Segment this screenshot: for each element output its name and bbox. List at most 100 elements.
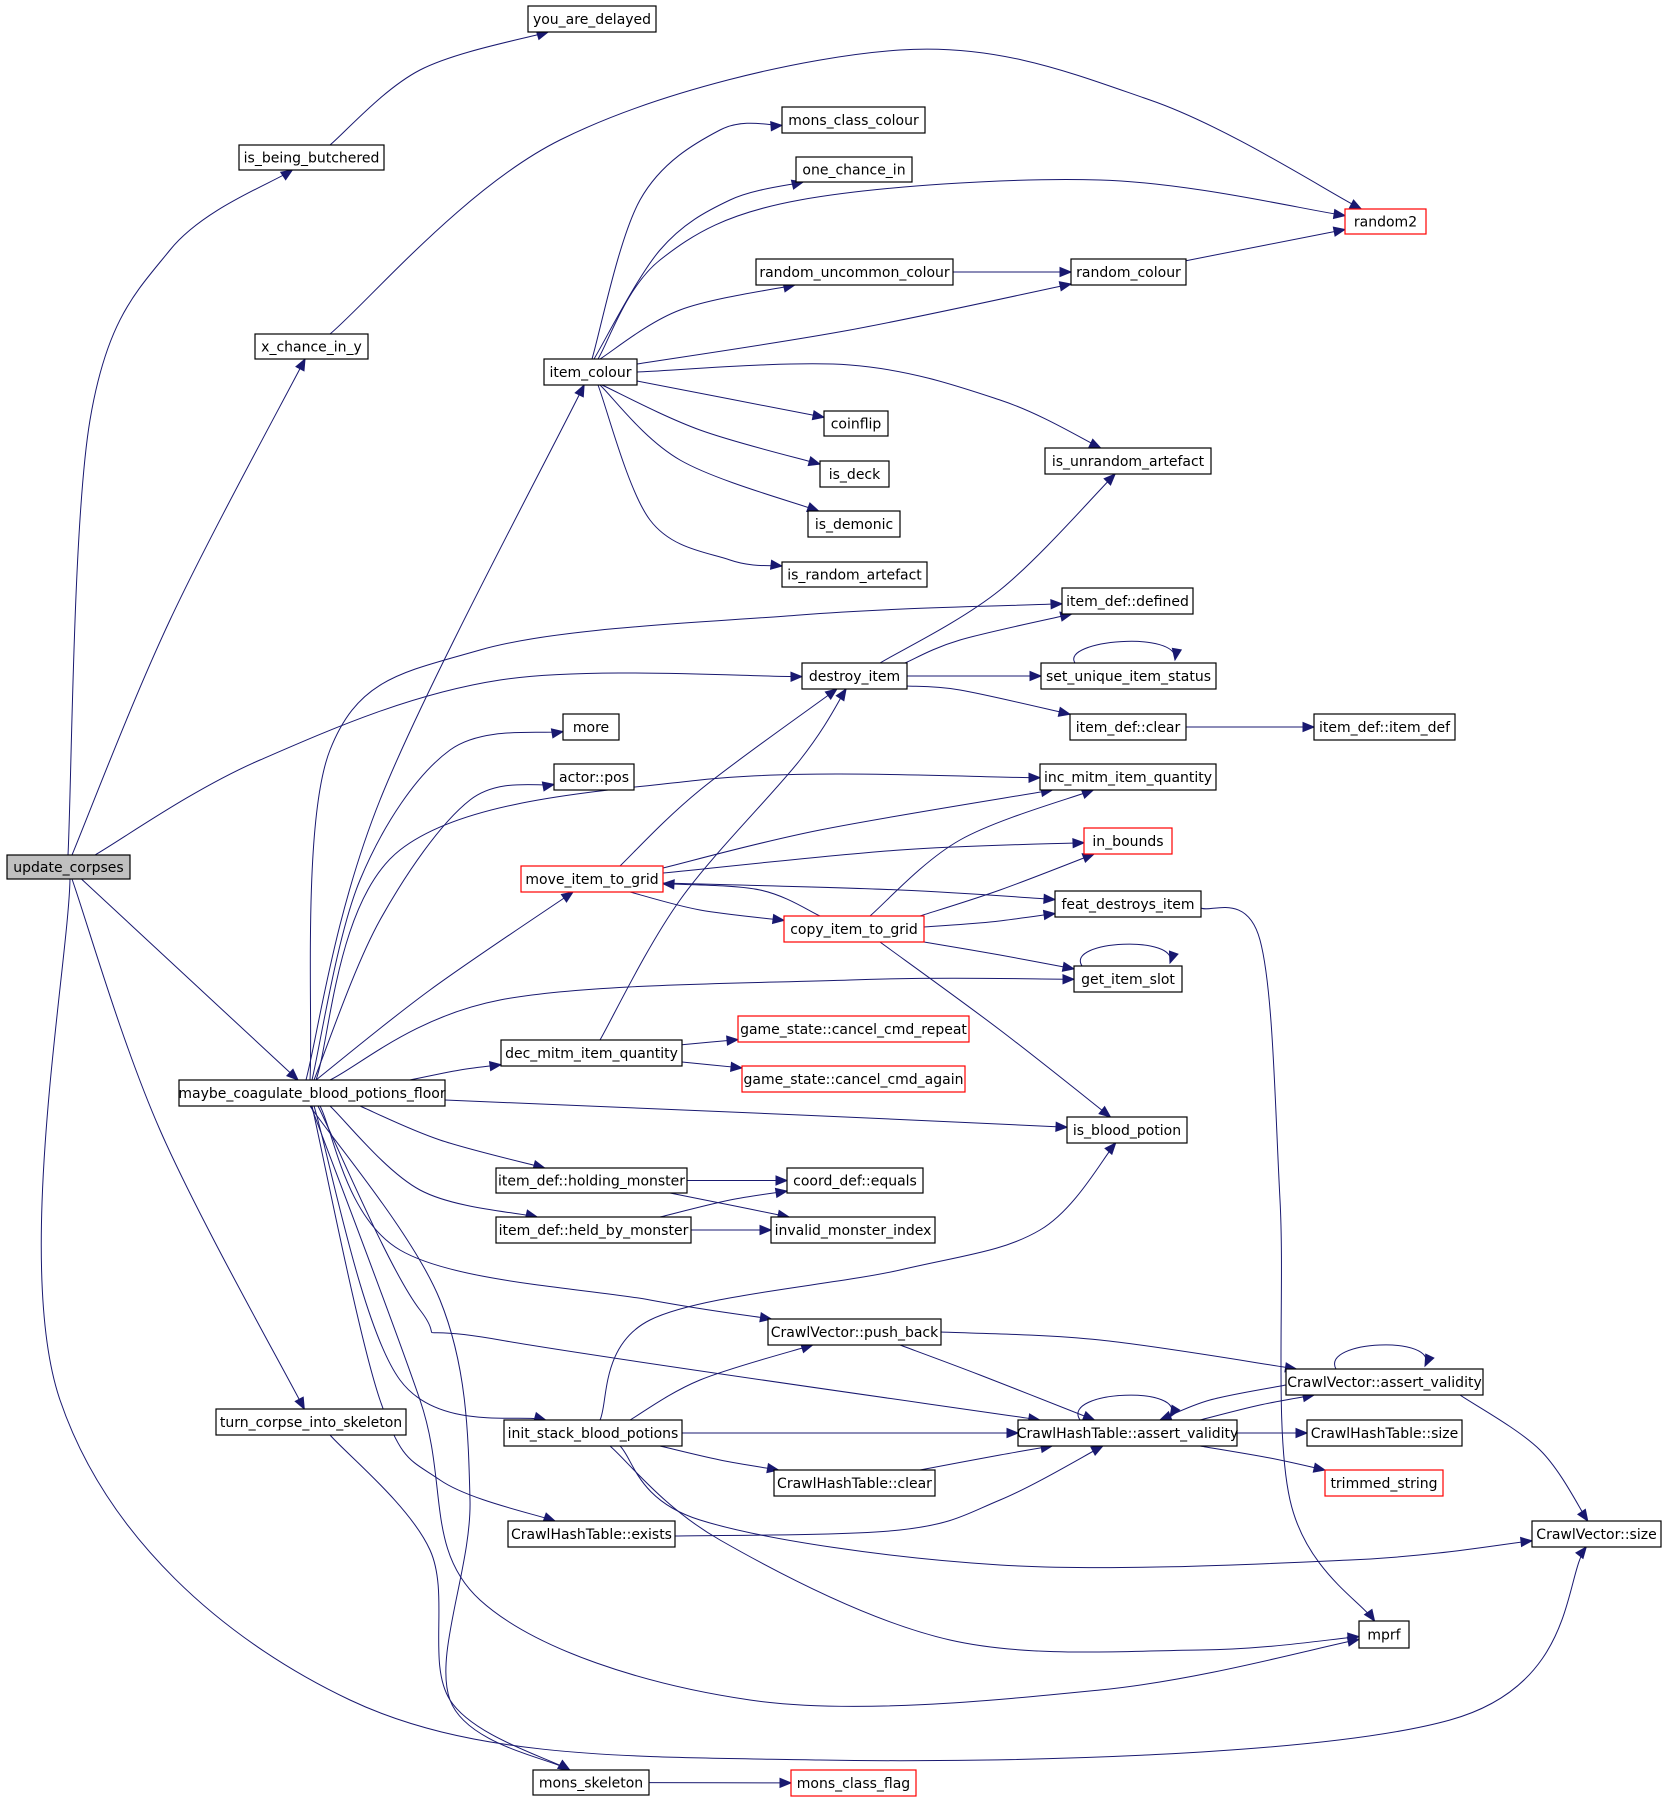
- edge-maybe_coagulate_blood_potions_floor-to-move_item_to_grid: [315, 891, 575, 1081]
- node-box: [254, 333, 369, 360]
- edge-maybe_coagulate_blood_potions_floor-to-actor_pos: [313, 781, 556, 1081]
- node-mons-class-colour[interactable]: mons_class_colour: [781, 106, 926, 134]
- edge-maybe_coagulate_blood_potions_floor-to-dec_mitm_item_quantity: [409, 1060, 503, 1081]
- node-box: [790, 1769, 917, 1797]
- edge-line: [659, 1445, 779, 1471]
- node-mons-class-flag[interactable]: mons_class_flag: [790, 1769, 917, 1797]
- node-init-stack-blood-potions[interactable]: init_stack_blood_potions: [503, 1419, 683, 1447]
- edge-line: [662, 789, 1053, 869]
- node-feat-destroys-item[interactable]: feat_destroys_item: [1054, 890, 1202, 918]
- node-inc-mitm-item-quantity[interactable]: inc_mitm_item_quantity: [1039, 763, 1217, 791]
- edge-maybe_coagulate_blood_potions_floor-to-init_stack_blood_potions: [313, 1105, 547, 1423]
- node-trimmed-string[interactable]: trimmed_string: [1324, 1469, 1444, 1497]
- node-crawlhashtable-exists[interactable]: CrawlHashTable::exists: [507, 1520, 676, 1548]
- edge-line: [1334, 1344, 1427, 1370]
- edge-crawlvector_assert_validity-to-crawlvector_size: [1459, 1394, 1589, 1523]
- node-box: [1324, 1469, 1444, 1497]
- node-destroy-item[interactable]: destroy_item: [801, 662, 908, 690]
- node-mons-skeleton[interactable]: mons_skeleton: [532, 1769, 650, 1796]
- edge-line: [1199, 1445, 1326, 1471]
- node-random-uncommon-colour[interactable]: random_uncommon_colour: [755, 258, 954, 286]
- node-crawlvector-push-back[interactable]: CrawlVector::push_back: [767, 1318, 942, 1346]
- node-more[interactable]: more: [562, 713, 620, 741]
- node-label: coinflip: [831, 417, 882, 433]
- edge-turn_corpse_into_skeleton-to-mons_skeleton: [329, 1434, 571, 1771]
- node-coord-def-equals[interactable]: coord_def::equals: [786, 1167, 924, 1194]
- arrowhead: [1028, 772, 1042, 783]
- node-is-unrandom-artefact[interactable]: is_unrandom_artefact: [1044, 447, 1212, 475]
- node-label: is_random_artefact: [787, 568, 922, 584]
- node-box: [503, 1419, 683, 1447]
- edge-maybe_coagulate_blood_potions_floor-to-inc_mitm_item_quantity: [315, 772, 1042, 1081]
- arrowhead: [1302, 721, 1316, 733]
- node-label: destroy_item: [809, 669, 900, 685]
- node-copy-item-to-grid[interactable]: copy_item_to_grid: [783, 915, 925, 943]
- node-label: mprf: [1367, 1628, 1401, 1644]
- edge-line: [669, 1192, 790, 1218]
- node-game-state-cancel-cmd-repeat[interactable]: game_state::cancel_cmd_repeat: [737, 1015, 970, 1043]
- node-is-demonic[interactable]: is_demonic: [807, 510, 901, 538]
- node-actor-pos[interactable]: actor::pos: [553, 763, 635, 791]
- edge-item_colour-to-random_uncommon_colour: [599, 282, 797, 360]
- node-move-item-to-grid[interactable]: move_item_to_grid: [520, 865, 664, 893]
- edge-line: [444, 1099, 1068, 1128]
- node-is-deck[interactable]: is_deck: [819, 460, 890, 488]
- node-crawlvector-size[interactable]: CrawlVector::size: [1531, 1520, 1662, 1548]
- node-box: [773, 1469, 936, 1497]
- node-get-item-slot[interactable]: get_item_slot: [1073, 965, 1183, 993]
- edge-line: [71, 358, 306, 856]
- node-label: invalid_monster_index: [775, 1223, 932, 1239]
- node-item-def-holding-monster[interactable]: item_def::holding_monster: [495, 1167, 688, 1194]
- edge-copy_item_to_grid-to-get_item_slot: [923, 941, 1076, 972]
- edge-crawlvector_assert_validity-to-crawlhashtable_assert_validity: [1158, 1384, 1287, 1421]
- node-mprf[interactable]: mprf: [1358, 1620, 1410, 1649]
- edge-update_corpses-to-turn_corpse_into_skeleton: [71, 878, 305, 1411]
- node-label: game_state::cancel_cmd_again: [744, 1072, 964, 1088]
- arrowhead: [661, 879, 675, 890]
- node-crawlvector-assert-validity[interactable]: CrawlVector::assert_validity: [1285, 1368, 1484, 1396]
- node-invalid-monster-index[interactable]: invalid_monster_index: [770, 1216, 936, 1244]
- node-item-colour[interactable]: item_colour: [543, 358, 638, 386]
- node-set-unique-item-status[interactable]: set_unique_item_status: [1040, 662, 1217, 690]
- edge-init_stack_blood_potions-to-crawlhashtable_clear: [659, 1445, 780, 1474]
- node-is-random-artefact[interactable]: is_random_artefact: [781, 561, 928, 588]
- node-update-corpses[interactable]: update_corpses: [6, 854, 131, 880]
- node-is-blood-potion[interactable]: is_blood_potion: [1066, 1116, 1188, 1144]
- node-x-chance-in-y[interactable]: x_chance_in_y: [254, 333, 369, 360]
- edge-dec_mitm_item_quantity-to-game_state_cancel_cmd_repeat: [681, 1035, 740, 1046]
- node-label: game_state::cancel_cmd_repeat: [740, 1022, 967, 1038]
- node-item-def-item-def[interactable]: item_def::item_def: [1313, 713, 1456, 741]
- node-you-are-delayed[interactable]: you_are_delayed: [527, 5, 657, 33]
- node-coinflip[interactable]: coinflip: [823, 410, 889, 437]
- node-turn-corpse-into-skeleton[interactable]: turn_corpse_into_skeleton: [215, 1408, 407, 1436]
- node-dec-mitm-item-quantity[interactable]: dec_mitm_item_quantity: [500, 1039, 683, 1067]
- node-random-colour[interactable]: random_colour: [1070, 258, 1187, 286]
- edge-line: [305, 384, 585, 1081]
- node-random2[interactable]: random2: [1344, 208, 1427, 235]
- edge-x_chance_in_y-to-random2: [329, 48, 1363, 335]
- edge-line: [317, 1105, 1040, 1421]
- node-is-being-butchered[interactable]: is_being_butchered: [238, 144, 385, 171]
- node-crawlhashtable-assert-validity[interactable]: CrawlHashTable::assert_validity: [1017, 1419, 1239, 1447]
- arrowhead: [1363, 1608, 1376, 1623]
- edge-init_stack_blood_potions-to-crawlhashtable_assert_validity: [682, 1427, 1020, 1439]
- node-crawlhashtable-clear[interactable]: CrawlHashTable::clear: [773, 1469, 936, 1497]
- edge-line: [1199, 1394, 1315, 1421]
- node-one-chance-in[interactable]: one_chance_in: [795, 156, 913, 183]
- node-box: [795, 156, 913, 183]
- edge-item_colour-to-random_colour: [636, 281, 1073, 365]
- node-item-def-defined[interactable]: item_def::defined: [1061, 587, 1194, 615]
- node-label: is_unrandom_artefact: [1052, 454, 1205, 470]
- node-box: [520, 865, 664, 893]
- node-maybe-coagulate-blood-potions-floor[interactable]: maybe_coagulate_blood_potions_floor: [178, 1079, 446, 1107]
- node-item-def-held-by-monster[interactable]: item_def::held_by_monster: [495, 1216, 692, 1244]
- edge-line: [591, 122, 783, 360]
- arrowhead: [1055, 1121, 1069, 1132]
- edge-line: [313, 1105, 546, 1421]
- node-item-def-clear[interactable]: item_def::clear: [1069, 713, 1187, 741]
- node-crawlhashtable-size[interactable]: CrawlHashTable::size: [1306, 1419, 1463, 1447]
- arrowhead: [726, 1035, 740, 1046]
- node-label: CrawlHashTable::clear: [777, 1476, 932, 1492]
- node-game-state-cancel-cmd-again[interactable]: game_state::cancel_cmd_again: [741, 1065, 966, 1093]
- node-in-bounds[interactable]: in_bounds: [1083, 827, 1173, 855]
